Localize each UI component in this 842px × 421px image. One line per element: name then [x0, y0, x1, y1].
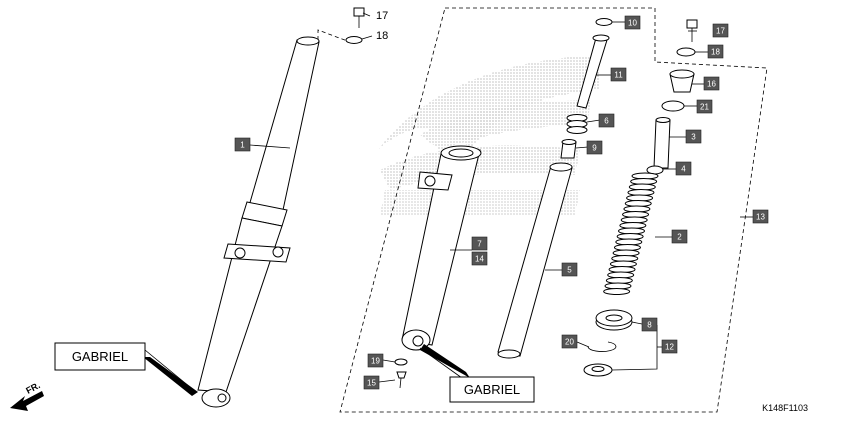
part-15-socket-bolt	[396, 371, 407, 389]
callout-number: 20	[565, 337, 574, 346]
gabriel-arrow-right	[420, 344, 470, 378]
callout-number: 13	[756, 212, 765, 221]
callout-15: 15	[363, 375, 380, 390]
callout-number: 3	[691, 132, 696, 141]
part-18-washer	[345, 36, 363, 44]
callout-1: 1	[234, 137, 251, 152]
callout-box	[703, 76, 720, 91]
part-20-circlip	[587, 341, 617, 352]
callout-box	[234, 137, 251, 152]
callout-number: 2	[677, 232, 682, 241]
bolt-17-18-bracket	[317, 29, 351, 43]
gabriel-arrow-left	[143, 357, 198, 396]
front-direction-arrow: FR.	[10, 380, 44, 411]
callout-box	[624, 15, 641, 30]
callout-number: 12	[665, 342, 674, 351]
callout-number: 6	[604, 116, 609, 125]
callout-number: 4	[681, 164, 686, 173]
gabriel-text-right: GABRIEL	[464, 382, 520, 397]
callout-number: 10	[628, 18, 637, 27]
callout-number: 7	[477, 239, 482, 248]
callout-number: 17	[716, 26, 725, 35]
callout-11: 11	[610, 67, 627, 82]
callout-box	[598, 113, 615, 128]
callout-box	[586, 140, 603, 155]
part-21-o-ring	[661, 100, 685, 112]
part-9-oil-lock-piece	[560, 139, 577, 159]
gabriel-label-left: GABRIEL	[54, 342, 146, 371]
callout-3: 3	[685, 129, 702, 144]
callout-number: 15	[367, 378, 376, 387]
callout-number: 5	[567, 265, 572, 274]
callout-number: 8	[647, 320, 652, 329]
callout-19: 19	[367, 353, 384, 368]
callout-7: 7	[471, 236, 488, 251]
fork-slider	[401, 145, 482, 351]
callout-box	[675, 161, 692, 176]
part-2-fork-spring	[603, 172, 659, 295]
callout-5: 5	[561, 262, 578, 277]
callout-box	[671, 229, 688, 244]
plain-label-17: 17	[376, 10, 388, 22]
callout-21: 21	[696, 99, 713, 114]
callout-9: 9	[586, 140, 603, 155]
inner-assembly-outline	[339, 7, 768, 413]
callout-13: 13	[752, 209, 769, 224]
callout-number: 11	[614, 70, 623, 79]
callout-number: 14	[475, 254, 484, 263]
callout-17: 17	[712, 23, 729, 38]
fork-pipe	[497, 162, 573, 359]
part-6-rebound-spring	[566, 114, 588, 134]
part-12-dust-seal	[583, 363, 613, 377]
callout-number: 9	[592, 143, 597, 152]
callout-8: 8	[641, 317, 658, 332]
part-17-bolt	[353, 7, 365, 28]
callout-16: 16	[703, 76, 720, 91]
callout-box	[471, 251, 488, 266]
honda-watermark-logo	[378, 55, 600, 215]
part-19-washer	[394, 358, 408, 366]
gabriel-label-right: GABRIEL	[449, 376, 535, 403]
fork-leg-assembly	[197, 36, 320, 408]
callout-number: 18	[711, 47, 720, 56]
part-18-washer-right	[676, 47, 696, 57]
callout-10: 10	[624, 15, 641, 30]
callout-box	[561, 262, 578, 277]
part-17-bolt-right	[686, 19, 698, 42]
callout-box	[610, 67, 627, 82]
callout-box	[707, 44, 724, 59]
callout-box	[685, 129, 702, 144]
callout-2: 2	[671, 229, 688, 244]
callout-box	[471, 236, 488, 251]
callout-box	[752, 209, 769, 224]
callout-box	[712, 23, 729, 38]
callout-18: 18	[707, 44, 724, 59]
damper-rod	[576, 34, 610, 109]
callout-20: 20	[561, 334, 578, 349]
part-10-washer	[595, 18, 613, 26]
callout-box	[641, 317, 658, 332]
callout-box	[363, 375, 380, 390]
part-16-bolt-cap	[669, 69, 695, 93]
part-3-spacer-tube	[653, 117, 671, 169]
diagram-code: K148F1103	[762, 403, 808, 413]
callout-box	[696, 99, 713, 114]
part-8-oil-seal	[595, 309, 633, 331]
callout-4: 4	[675, 161, 692, 176]
plain-label-18: 18	[376, 30, 388, 42]
callout-number: 1	[240, 140, 245, 149]
callout-number: 21	[700, 102, 709, 111]
callout-12: 12	[661, 339, 678, 354]
spring-coil	[603, 288, 631, 295]
callout-6: 6	[598, 113, 615, 128]
callout-box	[661, 339, 678, 354]
callout-number: 19	[371, 356, 380, 365]
gabriel-text-left: GABRIEL	[72, 349, 128, 364]
callout-14: 14	[471, 251, 488, 266]
callout-box	[367, 353, 384, 368]
callout-number: 16	[707, 79, 716, 88]
callout-box	[561, 334, 578, 349]
